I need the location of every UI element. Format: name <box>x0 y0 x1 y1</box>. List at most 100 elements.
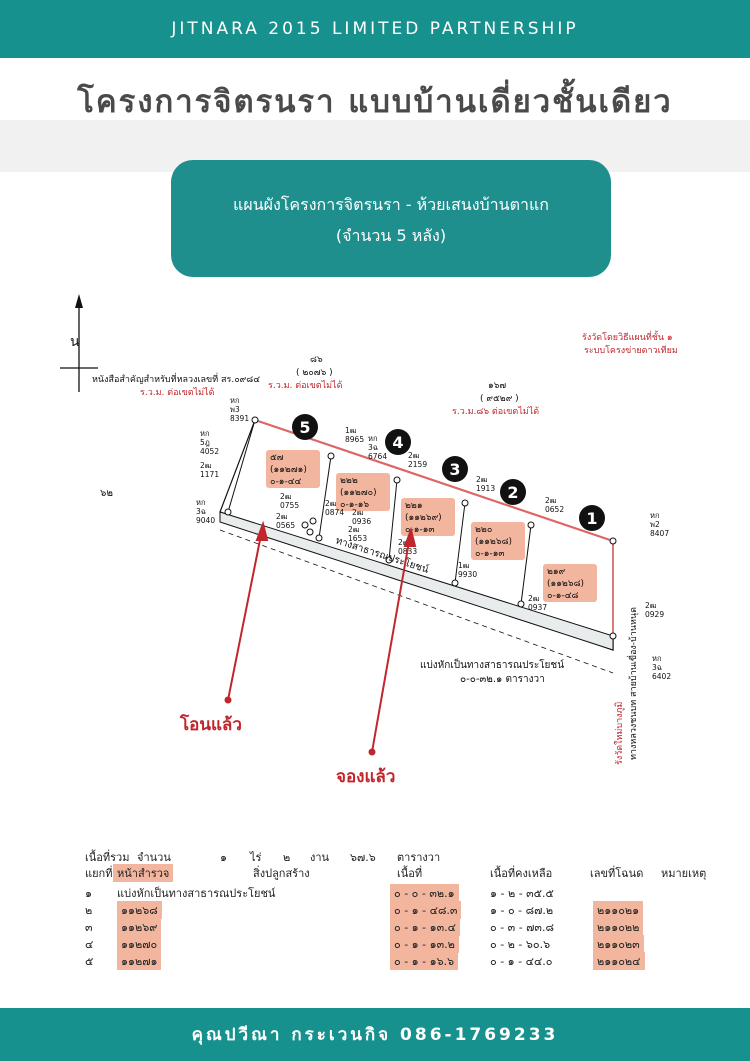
col-survey: หน้าสำรวจ <box>113 864 174 882</box>
col-building: สิ่งปลูกสร้าง <box>253 867 310 880</box>
cell-no: ๑ <box>85 887 92 900</box>
north-arrow-icon <box>60 294 98 392</box>
cell-survey: ๑๑๒๗๑ <box>117 952 162 970</box>
cell-no: ๔ <box>85 938 94 951</box>
table-row: ๑แบ่งหักเป็นทางสาธารณประโยชน์๐ - ๐ - ๓๒.… <box>85 884 715 902</box>
split-label-line1: แบ่งหักเป็นทางสาธารณประโยชน์ <box>420 657 564 671</box>
plot-number-badge <box>292 414 318 440</box>
plot-detail-line3: ๐-๑-๔๔ <box>270 477 302 487</box>
head-amount-label: จำนวน <box>137 851 171 864</box>
plan-title-line2: (จำนวน 5 หลัง) <box>335 226 447 245</box>
plot-detail-line1: ๒๑๙ <box>547 567 566 577</box>
table-row: ๕๑๑๒๗๑๐ - ๑ - ๑๖.๖๐ - ๑ - ๔๔.๐๒๑๑๐๒๔ <box>85 952 715 970</box>
cell-remain: ๐ - ๓ - ๗๓.๘ <box>490 921 554 934</box>
cell-deed: ๒๑๑๐๒๓ <box>593 935 644 953</box>
cell-area: ๐ - ๑ - ๑๓.๒ <box>390 935 459 953</box>
plot-detail-line1: ๕๗ <box>270 453 284 463</box>
plot-highlight <box>471 522 525 560</box>
col-note: หมายเหตุ <box>661 867 707 880</box>
arrow-transferred <box>224 520 269 704</box>
peg-marker <box>301 521 309 529</box>
peg-marker <box>609 632 617 640</box>
plot-highlight <box>266 450 320 488</box>
contact-info: คุณปวีณา กระเวนกิจ 086-1769233 <box>191 1025 559 1045</box>
left-parcel-number: ๖๒ <box>100 488 113 499</box>
cell-survey: ๑๑๒๗๐ <box>117 935 162 953</box>
peg-marker <box>393 476 401 484</box>
cell-remain: ๐ - ๑ - ๔๔.๐ <box>490 955 553 968</box>
note-top-right-line2: ( ๙๕๒๙ ) <box>480 394 519 404</box>
head-wa-unit: ตารางวา <box>397 851 441 864</box>
split-label-line2: ๐-๐-๓๒.๑ ตารางวา <box>460 674 545 685</box>
plot-labels: 5๕๗(๑๑๒๗๑)๐-๑-๔๔4๒๒๒(๑๑๒๗๐)๐-๑-๑๖3๒๒๑(๑๑… <box>266 414 605 602</box>
table-head-total: เนื้อที่รวม จำนวน ๑ ไร่ ๒ งาน ๖๗.๖ ตาราง… <box>85 848 715 864</box>
peg-marker <box>517 600 525 608</box>
cell-survey: ๑๑๒๖๙ <box>117 918 162 936</box>
peg-marker <box>461 499 469 507</box>
header-bar: JITNARA 2015 LIMITED PARTNERSHIP <box>0 0 750 58</box>
head-ngan-unit: งาน <box>310 851 330 864</box>
plot-detail-line2: (๑๑๒๖๘) <box>475 537 512 547</box>
table-row: ๒๑๑๒๖๘๐ - ๑ - ๔๘.๓๑ - ๐ - ๘๗.๒๒๑๑๐๒๑ <box>85 901 715 919</box>
footer-bar: คุณปวีณา กระเวนกิจ 086-1769233 <box>0 1008 750 1061</box>
note-top-mid-line3: ร.ว.ม. ต่อเขตไม่ได้ <box>268 380 343 391</box>
note-top-mid-line2: ( ๒๐๗๖ ) <box>296 368 333 378</box>
plot-detail-line3: ๐-๑-๑๓ <box>475 549 505 559</box>
plot-number: 5 <box>299 418 310 437</box>
page-title: โครงการจิตรนรา แบบบ้านเดี่ยวชั้นเดียว <box>77 84 673 120</box>
head-wa-value: ๖๗.๖ <box>350 851 376 864</box>
site-plan-map: น หนังสือสำคัญสำหรับที่หลวงเลขที่ สร.๐๙๘… <box>60 294 678 787</box>
peg-marker <box>309 517 317 525</box>
plot-detail-line3: ๐-๑-๑๓ <box>405 525 435 535</box>
plot-number: 1 <box>586 509 597 528</box>
plot-detail-line1: ๒๒๐ <box>475 525 492 535</box>
plot-detail-line2: (๑๑๒๖๘) <box>547 579 584 589</box>
plot-number-badge <box>500 479 526 505</box>
cell-deed: ๒๑๑๐๒๒ <box>593 918 644 936</box>
cell-no: ๕ <box>85 955 94 968</box>
plot-detail-line3: ๐-๑-๔๘ <box>547 591 579 601</box>
cell-survey: ๑๑๒๖๘ <box>117 901 162 919</box>
head-rai-unit: ไร่ <box>250 851 262 864</box>
plan-title-line1: แผนผังโครงการจิตรนรา - ห้วยเสนงบ้านตาแก <box>233 195 549 214</box>
peg-marker <box>327 452 335 460</box>
plot-detail-line2: (๑๑๒๗๑) <box>270 465 307 475</box>
plot-number: 3 <box>449 460 460 479</box>
plan-title-box: แผนผังโครงการจิตรนรา - ห้วยเสนงบ้านตาแก … <box>171 160 611 277</box>
label-transferred: โอนแล้ว <box>179 714 242 735</box>
cell-survey: แบ่งหักเป็นทางสาธารณประโยชน์ <box>117 887 276 900</box>
plot-highlight <box>336 473 390 511</box>
table-row: ๓๑๑๒๖๙๐ - ๑ - ๑๓.๔๐ - ๓ - ๗๓.๘๒๑๑๐๒๒ <box>85 918 715 936</box>
table-head-columns: แยกที่ หน้าสำรวจ สิ่งปลูกสร้าง เนื้อที่ … <box>85 864 715 882</box>
road-edge-dashed <box>219 529 614 674</box>
north-label: น <box>70 334 80 350</box>
plot-highlight <box>543 564 597 602</box>
cell-area: ๐ - ๑ - ๔๘.๓ <box>390 901 462 919</box>
peg-marker <box>609 537 617 545</box>
plot-number-badge <box>442 456 468 482</box>
public-road-strip <box>219 511 614 651</box>
peg-marker <box>451 579 459 587</box>
note-left-line1: หนังสือสำคัญสำหรับที่หลวงเลขที่ สร.๐๙๘๔ <box>92 372 260 385</box>
note-corner-line2: ระบบโครงข่ายดาวเทียม <box>584 345 678 356</box>
head-total-label: เนื้อที่รวม <box>85 851 130 864</box>
col-remain: เนื้อที่คงเหลือ <box>490 867 553 880</box>
peg-marker <box>224 508 232 516</box>
note-top-right-line3: ร.ว.ม.๘๖ ต่อเขตไม่ได้ <box>452 406 539 417</box>
right-vertical-red-label: รังวัดใหม่บางภูมิ <box>614 702 625 765</box>
plot-number: 2 <box>507 483 518 502</box>
